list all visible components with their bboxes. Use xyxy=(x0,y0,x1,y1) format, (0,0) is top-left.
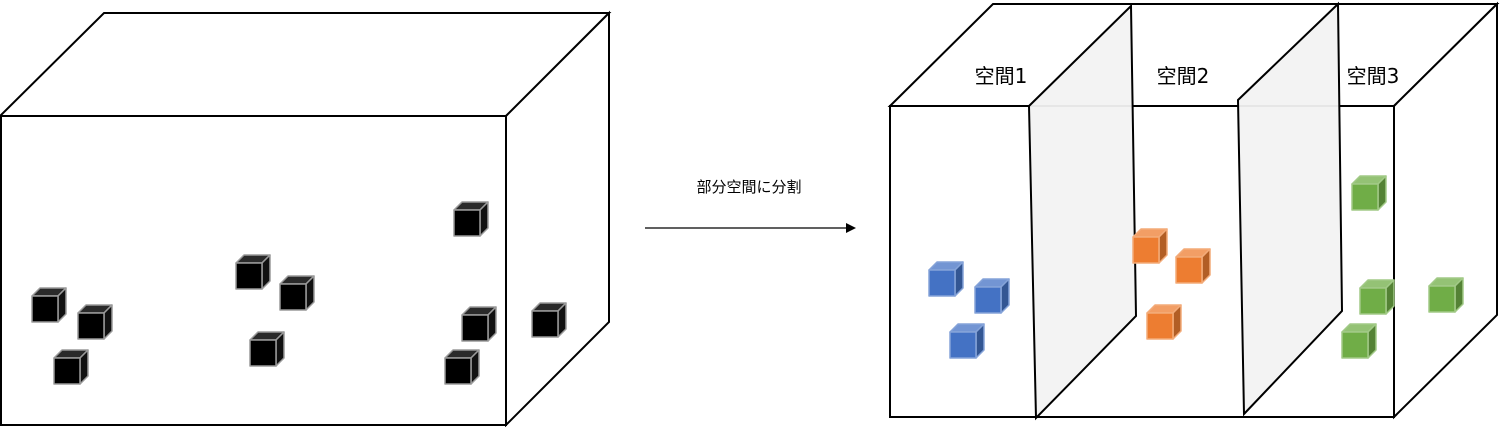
space-1-point-cube xyxy=(928,261,964,297)
split-arrow-label: 部分空間に分割 xyxy=(696,178,801,196)
space-2-points xyxy=(1132,228,1211,340)
space-2-point-cube xyxy=(1132,228,1168,264)
original-point-cube xyxy=(249,331,285,367)
original-box-top-face xyxy=(0,12,612,117)
space-3-point-cube xyxy=(1359,279,1395,315)
original-point-cube xyxy=(461,306,497,342)
original-points xyxy=(31,201,567,385)
space-3-point-cube xyxy=(1351,175,1387,211)
original-point-cube xyxy=(235,254,271,290)
arrow-head-icon xyxy=(846,223,856,233)
original-point-cube xyxy=(444,349,480,385)
space-2-point-cube xyxy=(1146,304,1182,340)
space-1-point-cube xyxy=(974,278,1010,314)
split-arrow: 部分空間に分割 xyxy=(645,178,856,233)
partitioned-space-box: 空間1 空間2 空間3 xyxy=(887,1,1500,421)
space-3-label: 空間3 xyxy=(1347,64,1400,88)
space-3-point-cube xyxy=(1428,277,1464,313)
original-point-cube xyxy=(531,302,567,338)
space-3-point-cube xyxy=(1341,323,1377,359)
partition-plane-1 xyxy=(1027,3,1138,421)
original-point-cube xyxy=(453,201,489,237)
partition-plane-2 xyxy=(1236,1,1344,417)
space-2-label: 空間2 xyxy=(1157,64,1210,88)
space-1-point-cube xyxy=(949,323,985,359)
original-point-cube xyxy=(77,304,113,340)
original-point-cube xyxy=(279,275,315,311)
space-1-label: 空間1 xyxy=(975,64,1028,88)
space-1-points xyxy=(928,261,1010,359)
original-point-cube xyxy=(53,349,89,385)
space-2-point-cube xyxy=(1175,248,1211,284)
partitioned-box-top-face xyxy=(887,3,1500,107)
space-3-points xyxy=(1341,175,1464,359)
original-point-cube xyxy=(31,287,67,323)
original-space-box xyxy=(0,10,612,427)
